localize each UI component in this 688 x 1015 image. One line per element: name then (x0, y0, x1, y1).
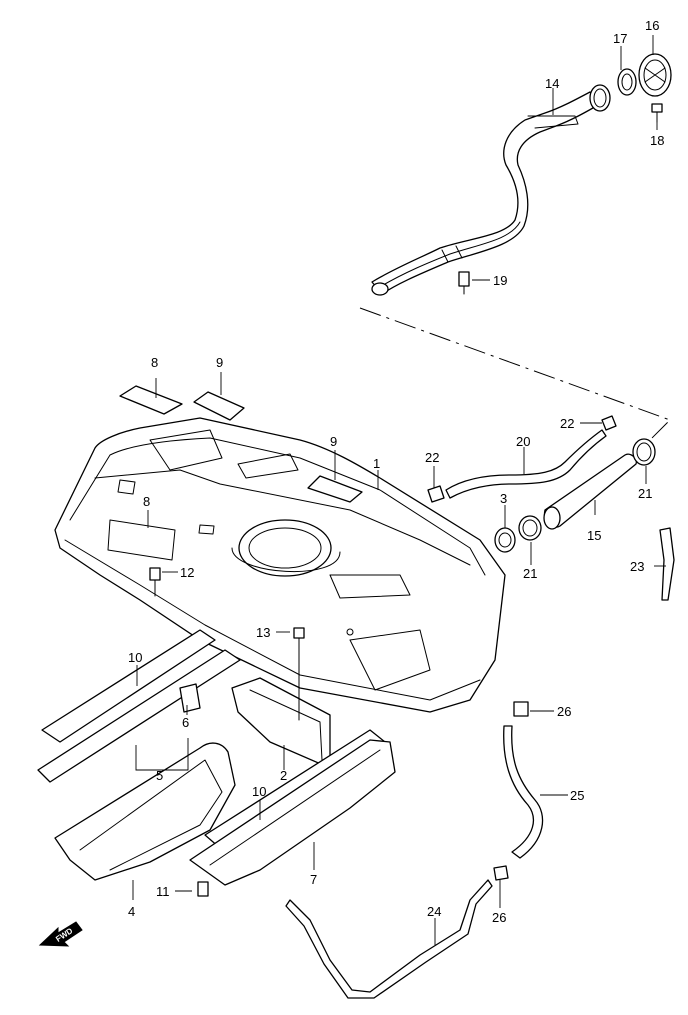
cap-gasket-ring (617, 68, 637, 96)
clamp-22-left (427, 485, 445, 503)
bracket-10-left (41, 629, 216, 743)
relation-line (359, 307, 671, 441)
cap-tether-screw (651, 103, 663, 123)
callout-labels: 1 2 3 4 5 6 7 8 8 9 9 10 10 11 12 13 14 … (128, 18, 664, 925)
heat-shield-4 (54, 742, 236, 881)
clamp-22-right (601, 415, 617, 431)
callout-18: 18 (650, 133, 664, 148)
callout-2: 2 (280, 768, 287, 783)
label-pad-8-top (119, 385, 183, 415)
label-pad-9-tank (307, 475, 363, 503)
callout-26a: 26 (557, 704, 571, 719)
clamp-21-right (632, 438, 656, 466)
clamp-26-upper (513, 701, 529, 717)
callout-10b: 10 (252, 784, 266, 799)
callout-12: 12 (180, 565, 194, 580)
vent-pipe-24 (285, 879, 493, 999)
forward-arrow-icon: FWD (38, 921, 83, 947)
pad-6 (179, 683, 201, 713)
callout-9b: 9 (330, 434, 337, 449)
callout-10a: 10 (128, 650, 142, 665)
filler-hose-15 (543, 453, 637, 530)
callout-8b: 8 (143, 494, 150, 509)
hose-joint-3 (494, 527, 516, 553)
bolt-12 (149, 567, 161, 597)
callout-23: 23 (630, 559, 644, 574)
clip-23 (659, 527, 675, 601)
callout-22b: 22 (560, 416, 574, 431)
callout-8a: 8 (151, 355, 158, 370)
callout-17: 17 (613, 31, 627, 46)
fuel-tank (54, 417, 506, 713)
callout-19: 19 (493, 273, 507, 288)
callout-14: 14 (545, 76, 559, 91)
heat-shield-7 (189, 739, 396, 886)
bracket-5 (37, 649, 241, 783)
clamp-21-lower (518, 515, 542, 541)
callout-22a: 22 (425, 450, 439, 465)
clamp-26-lower (493, 865, 509, 881)
callout-6: 6 (182, 715, 189, 730)
callout-3: 3 (500, 491, 507, 506)
callout-21a: 21 (523, 566, 537, 581)
callout-21b: 21 (638, 486, 652, 501)
protector-2 (231, 677, 331, 769)
breather-hose-20 (445, 429, 607, 499)
filler-neck-pipe (371, 84, 611, 296)
vent-hose-25 (503, 725, 544, 859)
callout-24: 24 (427, 904, 441, 919)
leader-lines (132, 35, 666, 945)
callout-25: 25 (570, 788, 584, 803)
callout-13: 13 (256, 625, 270, 640)
callout-16: 16 (645, 18, 659, 33)
callout-26b: 26 (492, 910, 506, 925)
callout-15: 15 (587, 528, 601, 543)
callout-20: 20 (516, 434, 530, 449)
callout-5: 5 (156, 768, 163, 783)
label-pad-9-top (193, 391, 245, 421)
callout-11: 11 (156, 884, 170, 899)
callout-9a: 9 (216, 355, 223, 370)
callout-1: 1 (373, 456, 380, 471)
filler-bolt (458, 271, 470, 295)
bolt-13 (293, 627, 305, 721)
callout-4: 4 (128, 904, 135, 919)
filler-cap (638, 53, 672, 97)
bolt-11 (197, 881, 209, 897)
callout-7: 7 (310, 872, 317, 887)
